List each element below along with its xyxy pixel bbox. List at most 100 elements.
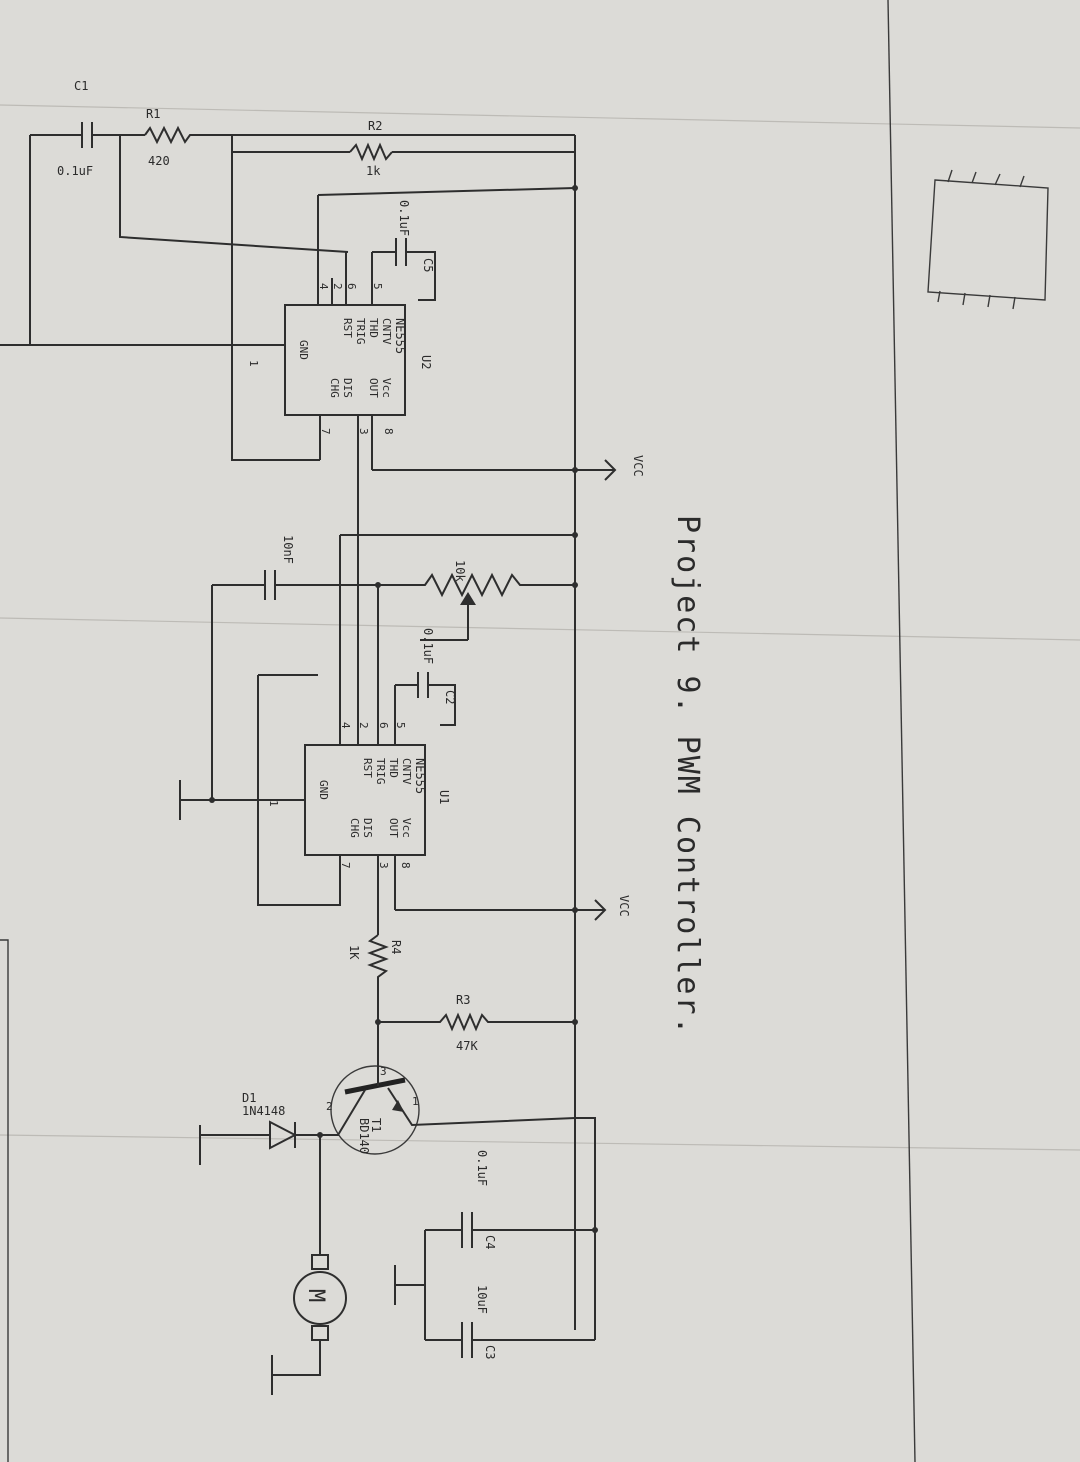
ic-u1: 4 2 6 5 NE555 U1 CNTV THD TRIG RST GND V… [179, 720, 451, 935]
u1-label-rst: RST [361, 758, 374, 778]
r1-ref: R1 [146, 107, 160, 121]
u1-ref: U1 [437, 790, 451, 804]
u2-pin-2: 2 [331, 283, 344, 290]
u1-label-chg: CHG [348, 818, 361, 838]
c4-ref: C4 [483, 1235, 497, 1249]
fold-line [0, 104, 1080, 129]
r3-ref: R3 [456, 993, 470, 1007]
t1-part: BD140 [357, 1118, 371, 1154]
r3-value: 47K [456, 1039, 478, 1053]
r4-value: 1K [347, 945, 361, 960]
u2-label-cntv: CNTV [380, 318, 393, 345]
vcc-arrow [604, 459, 617, 481]
c3-ref: C3 [483, 1345, 497, 1359]
ic-u2: 4 2 6 5 NE555 U2 CNTV THD TRIG RST GND V… [247, 252, 433, 470]
vcc-label-bottom: VCC [617, 895, 631, 917]
t1-pin-1: 1 [412, 1095, 419, 1108]
u1-part: NE555 [413, 758, 427, 794]
c2-ref: C2 [443, 690, 457, 704]
motor: M [271, 1135, 347, 1395]
u2-label-rst: RST [341, 318, 354, 338]
cap10n-value: 10nF [281, 535, 295, 564]
potentiometer-10k: 10k [378, 560, 575, 641]
d1-ref: D1 [242, 1091, 256, 1105]
u2-ref: U2 [419, 355, 433, 369]
u2-label-vcc: Vcc [380, 378, 393, 398]
resistor-r2: R2 1k [349, 119, 393, 178]
u1-pin-1: 1 [267, 800, 280, 807]
pot-value: 10k [453, 560, 467, 582]
u1-label-dis: DIS [361, 818, 374, 838]
c5-value: 0.1uF [397, 200, 411, 236]
u1-pin-5: 5 [394, 722, 407, 729]
border-line [0, 939, 9, 1462]
u2-pin-6: 6 [345, 283, 358, 290]
wire [339, 534, 575, 720]
junctions [209, 185, 598, 1233]
u2-label-out: OUT [367, 378, 380, 398]
vcc-label-top: VCC [631, 455, 645, 477]
project-title: Project 9. PWM Controller. [670, 515, 705, 1037]
c3-value: 10uF [475, 1285, 489, 1314]
u1-pin-8: 8 [399, 862, 412, 869]
t1-ref: T1 [369, 1118, 383, 1132]
wire [575, 1117, 596, 1340]
u1-label-cntv: CNTV [400, 758, 413, 785]
wire [231, 135, 320, 461]
t1-pin-2: 2 [326, 1100, 333, 1113]
u2-pin-1: 1 [247, 360, 260, 367]
u2-pin-4: 4 [317, 283, 330, 290]
resistor-r4: R4 1K [347, 934, 403, 1062]
u1-label-thd: THD [387, 758, 400, 778]
capacitor-c5: 0.1uF C5 [371, 200, 436, 301]
u2-pin-7: 7 [319, 428, 332, 435]
c4-value: 0.1uF [475, 1150, 489, 1186]
transistor-t1: 3 2 1 T1 BD140 [320, 1062, 576, 1155]
capacitor-c3: 10uF C3 [425, 1285, 595, 1359]
u1-pin-3: 3 [377, 862, 390, 869]
r2-value: 1k [366, 164, 381, 178]
u2-part: NE555 [393, 318, 407, 354]
u1-pin-2: 2 [357, 722, 370, 729]
motor-label: M [303, 1289, 328, 1302]
capacitor-10nf: 10nF [211, 535, 378, 800]
d1-part: 1N4148 [242, 1104, 285, 1118]
capacitor-c1: C1 0.1uF [30, 79, 145, 178]
wire [257, 675, 341, 906]
r4-ref: R4 [389, 940, 403, 954]
capacitor-c2: 0.1uF C2 [394, 628, 457, 726]
u2-label-gnd: GND [297, 340, 310, 360]
c1-value: 0.1uF [57, 164, 93, 178]
vcc-arrow [594, 899, 607, 921]
r1-value: 420 [148, 154, 170, 168]
wire [317, 187, 576, 196]
u2-pin-5: 5 [371, 283, 384, 290]
u2-label-chg: CHG [328, 378, 341, 398]
capacitor-c4: 0.1uF C4 [425, 1150, 595, 1249]
u1-label-trig: TRIG [374, 758, 387, 785]
t1-pin-3: 3 [380, 1065, 387, 1078]
u2-pin-3: 3 [357, 428, 370, 435]
u2-label-thd: THD [367, 318, 380, 338]
pencil-sketch [927, 169, 1049, 310]
c2-value: 0.1uF [421, 628, 435, 664]
u1-label-out: OUT [387, 818, 400, 838]
border-line [887, 0, 916, 1462]
resistor-r1: R1 420 [119, 107, 575, 253]
c1-ref: C1 [74, 79, 88, 93]
resistor-r3: R3 47K [378, 993, 575, 1053]
u1-label-vcc: Vcc [400, 818, 413, 838]
u1-pin-7: 7 [339, 862, 352, 869]
r2-ref: R2 [368, 119, 382, 133]
fold-line [0, 1134, 1080, 1151]
u2-label-trig: TRIG [354, 318, 367, 345]
u1-label-gnd: GND [317, 780, 330, 800]
u1-pin-4: 4 [339, 722, 352, 729]
c5-ref: C5 [421, 258, 435, 272]
u2-pin-8: 8 [382, 428, 395, 435]
u2-label-dis: DIS [341, 378, 354, 398]
diode-d1: D1 1N4148 [199, 1091, 320, 1165]
u1-pin-6: 6 [377, 722, 390, 729]
